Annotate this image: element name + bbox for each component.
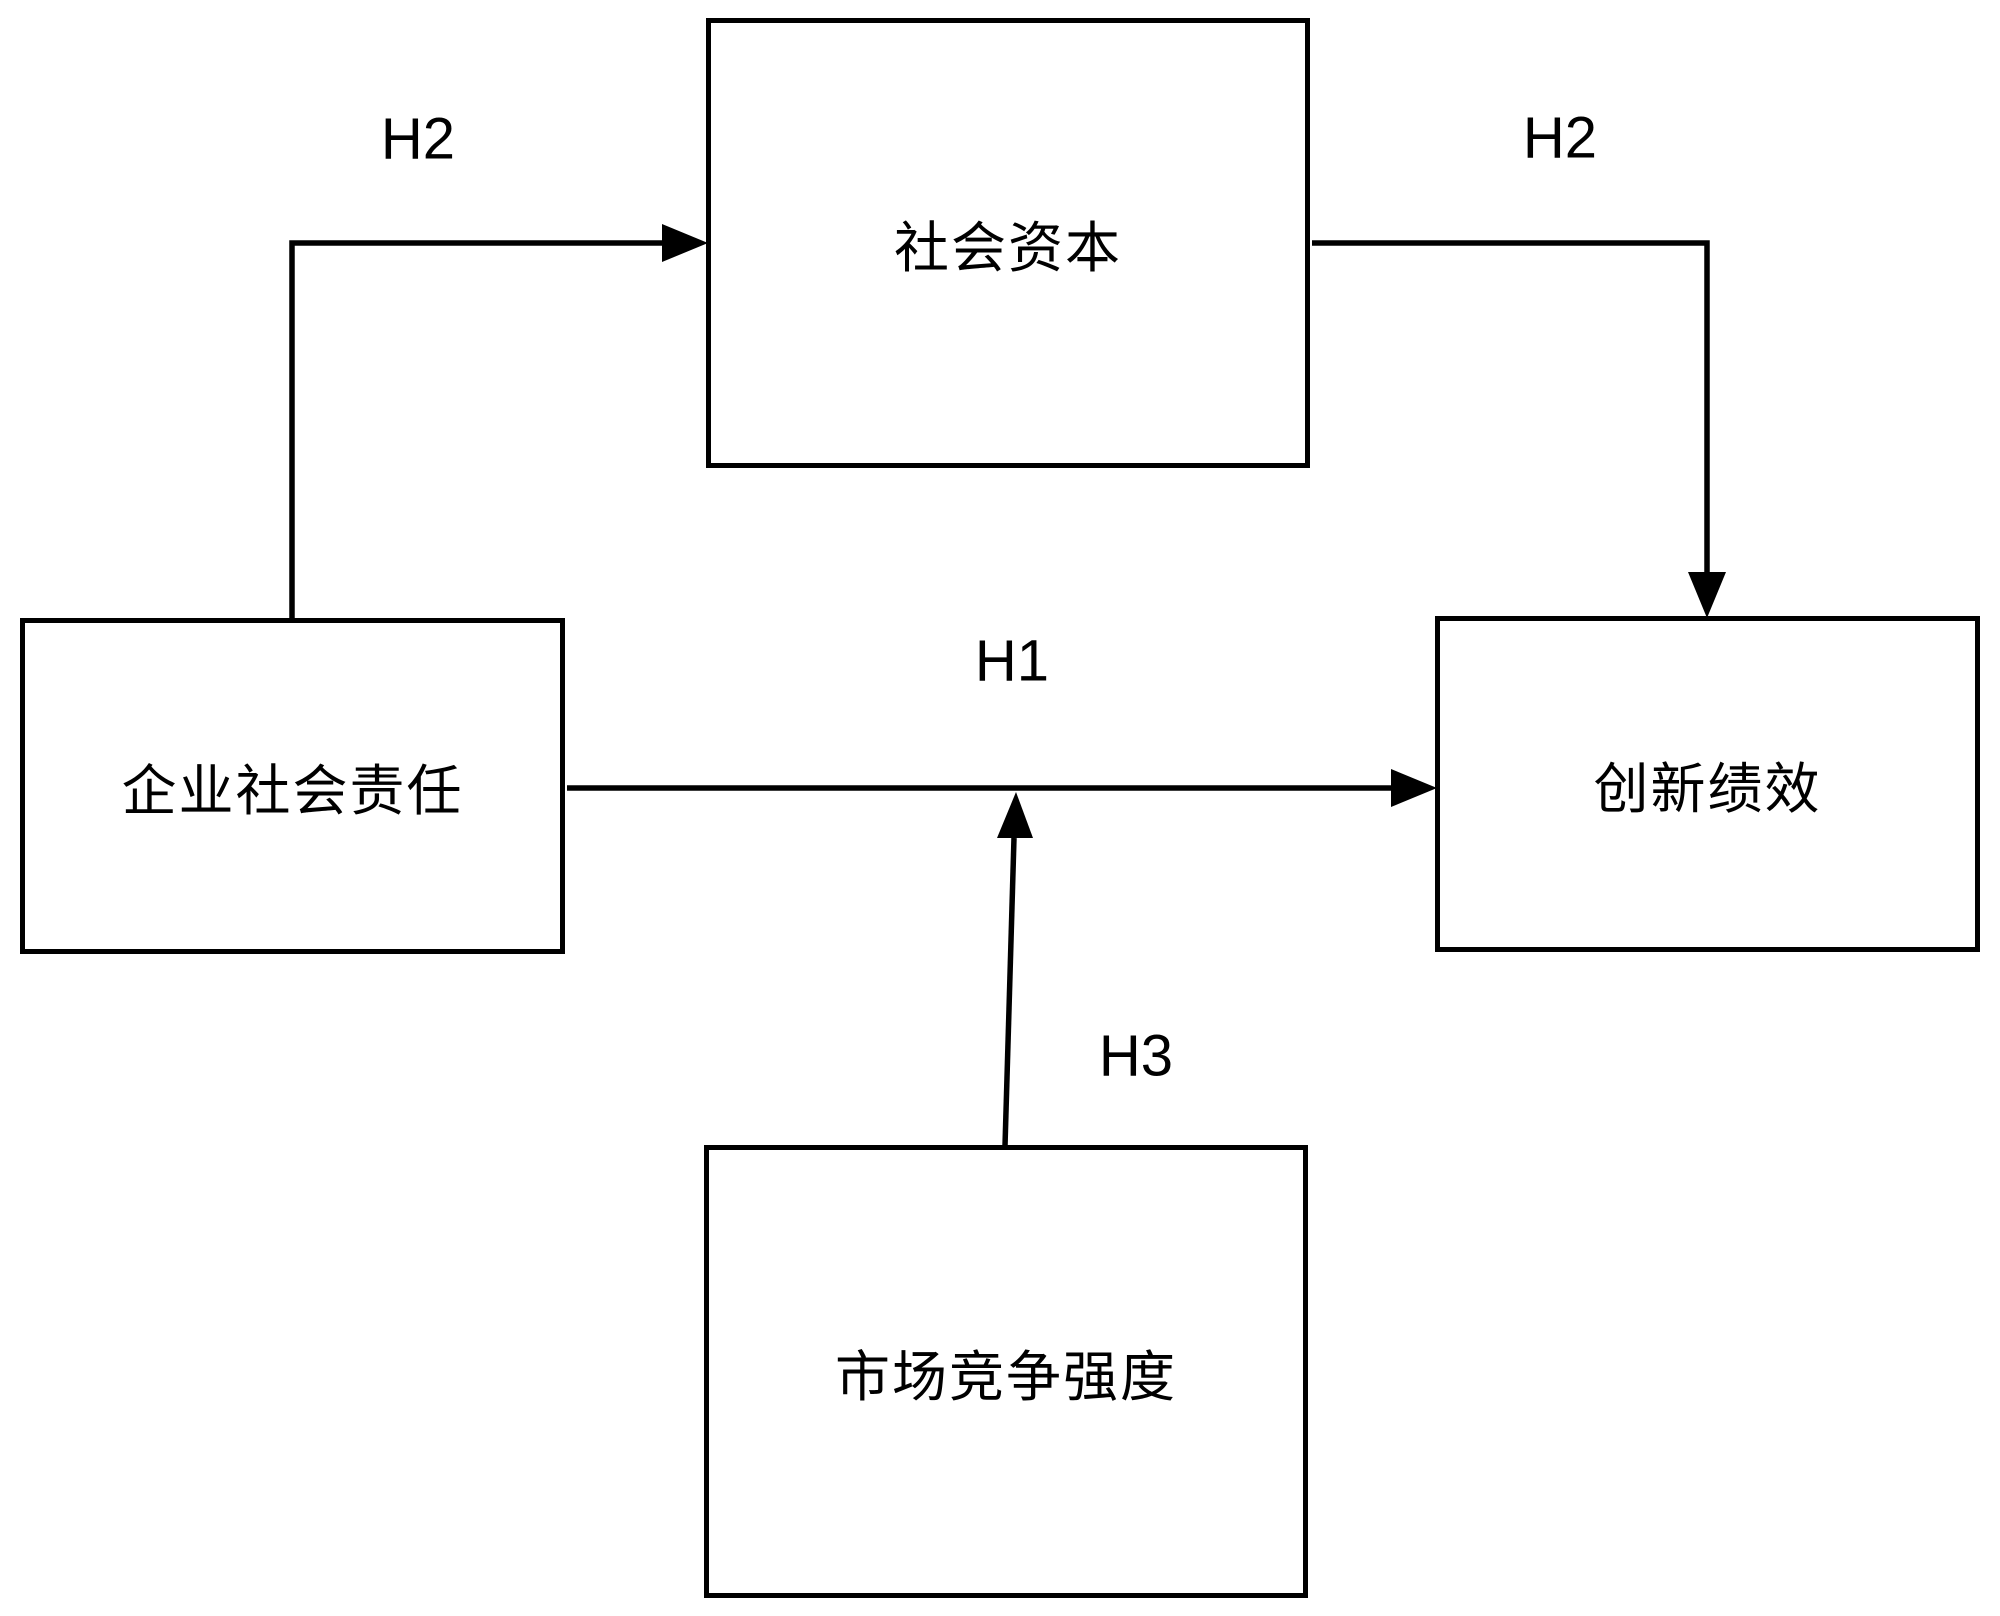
arrow-h3-competition-to-h1	[997, 792, 1033, 1147]
arrow-h2-social-capital-to-innovation	[1312, 240, 1726, 618]
box-market-competition-intensity-label: 市场竞争强度	[834, 1345, 1177, 1408]
box-innovation-performance-label: 创新绩效	[1593, 758, 1822, 820]
box-corporate-social-responsibility: 企业社会责任	[20, 618, 565, 954]
arrow-h1-csr-to-innovation	[567, 769, 1437, 807]
arrow-h2-csr-to-social-capital	[289, 224, 708, 620]
box-corporate-social-responsibility-label: 企业社会责任	[121, 760, 464, 822]
hypothesis-label-h3: H3	[1098, 1023, 1174, 1089]
hypothesis-label-h1: H1	[974, 628, 1050, 694]
box-social-capital-label: 社会资本	[893, 217, 1122, 279]
box-social-capital: 社会资本	[706, 18, 1310, 468]
box-innovation-performance: 创新绩效	[1435, 616, 1980, 952]
hypothesis-label-h2-right: H2	[1522, 105, 1598, 171]
box-market-competition-intensity: 市场竞争强度	[704, 1145, 1308, 1598]
hypothesis-label-h2-left: H2	[380, 106, 456, 172]
